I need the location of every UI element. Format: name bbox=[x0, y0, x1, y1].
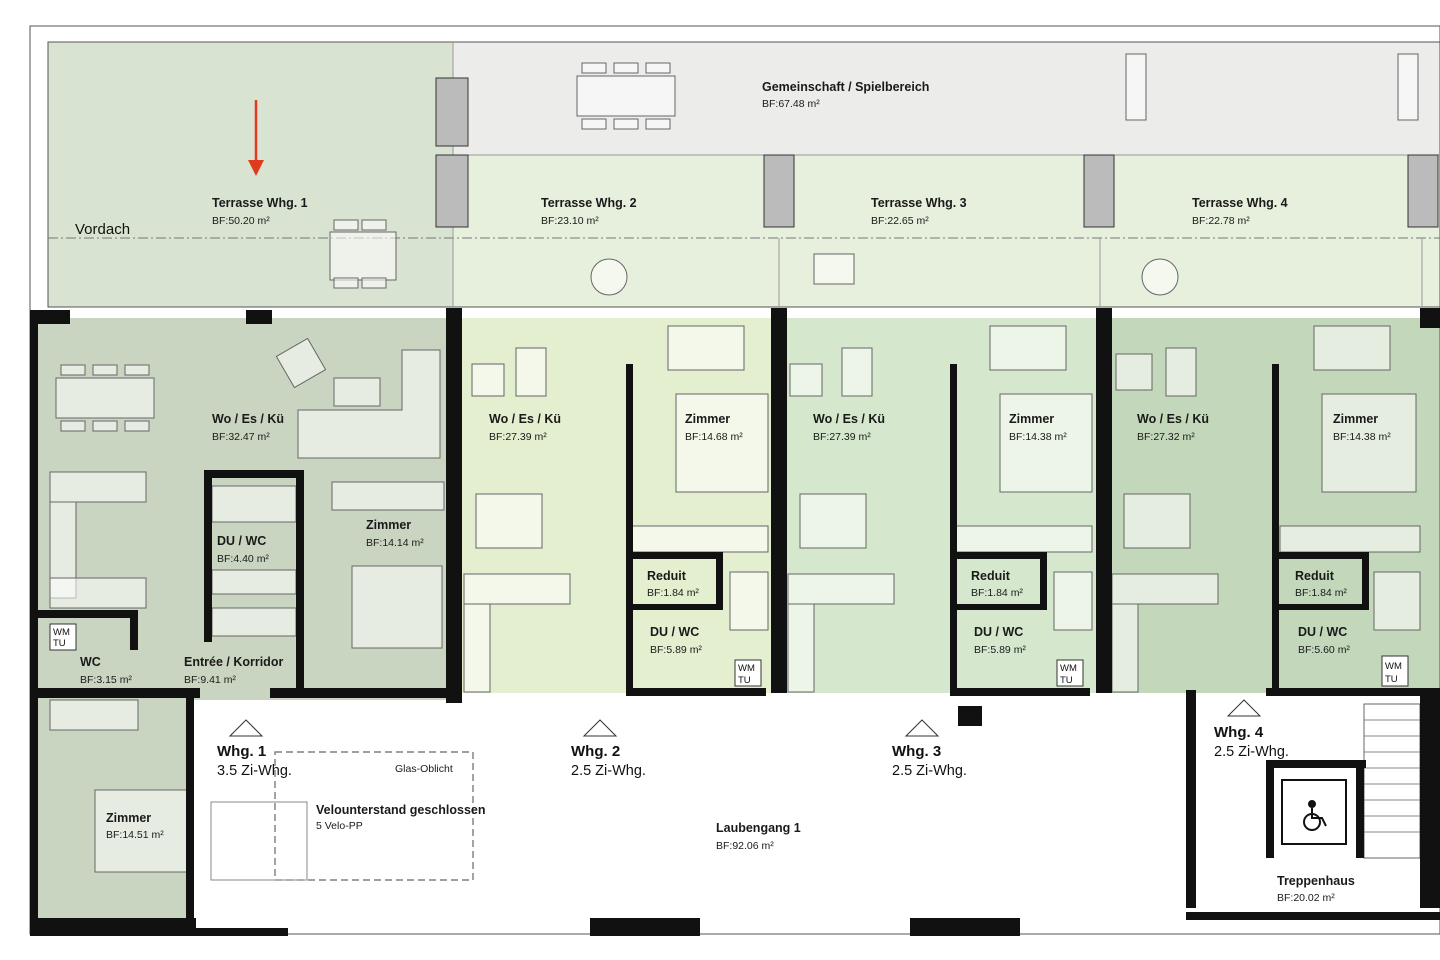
velo-label: Velounterstand geschlossen bbox=[316, 803, 486, 817]
tu-3: TU bbox=[1060, 675, 1073, 686]
w1-wc-label: WC bbox=[80, 655, 101, 669]
treppenhaus-label: Treppenhaus bbox=[1277, 874, 1355, 888]
apt-3-name: Whg. 3 bbox=[892, 743, 941, 760]
terrace-3-area: BF:22.65 m² bbox=[871, 215, 929, 227]
w4-reduit-area: BF:1.84 m² bbox=[1295, 587, 1347, 599]
tu-1: TU bbox=[53, 638, 66, 649]
whg3-furniture bbox=[787, 325, 1093, 693]
w1-zimmer-b-area: BF:14.51 m² bbox=[106, 829, 164, 841]
wm-1: WM bbox=[53, 627, 70, 638]
w4-bath-label: DU / WC bbox=[1298, 625, 1347, 639]
door-triangles bbox=[228, 699, 1262, 737]
w4-living-area: BF:27.32 m² bbox=[1137, 431, 1195, 443]
wm-2: WM bbox=[738, 663, 755, 674]
w4-zimmer-area: BF:14.38 m² bbox=[1333, 431, 1391, 443]
common-furniture bbox=[576, 53, 1419, 130]
w4-bath-area: BF:5.60 m² bbox=[1298, 644, 1350, 656]
w3-bath-area: BF:5.89 m² bbox=[974, 644, 1026, 656]
w2-zimmer-label: Zimmer bbox=[685, 412, 730, 426]
apt-2-type: 2.5 Zi-Whg. bbox=[571, 763, 646, 779]
w3-reduit-area: BF:1.84 m² bbox=[971, 587, 1023, 599]
terrace-1-label: Terrasse Whg. 1 bbox=[212, 196, 308, 210]
treppenhaus-area: BF:20.02 m² bbox=[1277, 892, 1335, 904]
w2-living-label: Wo / Es / Kü bbox=[489, 412, 561, 426]
w1-entree-area: BF:9.41 m² bbox=[184, 674, 236, 686]
w3-zimmer-area: BF:14.38 m² bbox=[1009, 431, 1067, 443]
w1-wc-area: BF:3.15 m² bbox=[80, 674, 132, 686]
velo-stand bbox=[210, 801, 308, 881]
w3-bath-label: DU / WC bbox=[974, 625, 1023, 639]
w2-zimmer-area: BF:14.68 m² bbox=[685, 431, 743, 443]
w2-bath-label: DU / WC bbox=[650, 625, 699, 639]
glas-oblicht-label: Glas-Oblicht bbox=[395, 763, 453, 775]
w1-zimmer-a-area: BF:14.14 m² bbox=[366, 537, 424, 549]
terrace-furniture bbox=[329, 219, 1179, 296]
w4-living-label: Wo / Es / Kü bbox=[1137, 412, 1209, 426]
apt-3-type: 2.5 Zi-Whg. bbox=[892, 763, 967, 779]
w2-bath-area: BF:5.89 m² bbox=[650, 644, 702, 656]
w1-bath-area: BF:4.40 m² bbox=[217, 553, 269, 565]
apt-4-name: Whg. 4 bbox=[1214, 724, 1264, 741]
w1-living-area: BF:32.47 m² bbox=[212, 431, 270, 443]
staircase bbox=[1281, 703, 1421, 859]
wm-tu-boxes bbox=[49, 623, 1409, 687]
whg1-furniture bbox=[49, 337, 445, 873]
tu-4: TU bbox=[1385, 674, 1398, 685]
terrace-4-label: Terrasse Whg. 4 bbox=[1192, 196, 1288, 210]
w2-reduit-area: BF:1.84 m² bbox=[647, 587, 699, 599]
w1-living-label: Wo / Es / Kü bbox=[212, 412, 284, 426]
tu-2: TU bbox=[738, 675, 751, 686]
w3-reduit-label: Reduit bbox=[971, 569, 1011, 583]
laubengang-area: BF:92.06 m² bbox=[716, 840, 774, 852]
w2-living-area: BF:27.39 m² bbox=[489, 431, 547, 443]
w1-zimmer-a-label: Zimmer bbox=[366, 518, 411, 532]
velo-sub: 5 Velo-PP bbox=[316, 820, 363, 832]
apt-1-type: 3.5 Zi-Whg. bbox=[217, 763, 292, 779]
whg2-furniture bbox=[463, 325, 769, 693]
terrace-2-area: BF:23.10 m² bbox=[541, 215, 599, 227]
w1-bath-label: DU / WC bbox=[217, 534, 266, 548]
w3-living-label: Wo / Es / Kü bbox=[813, 412, 885, 426]
w4-reduit-label: Reduit bbox=[1295, 569, 1335, 583]
common-area-value: BF:67.48 m² bbox=[762, 98, 820, 110]
common-area-label: Gemeinschaft / Spielbereich bbox=[762, 80, 929, 94]
terrace-1-area: BF:50.20 m² bbox=[212, 215, 270, 227]
glas-oblicht-outline bbox=[274, 751, 474, 881]
apt-1-name: Whg. 1 bbox=[217, 743, 266, 760]
apt-4-type: 2.5 Zi-Whg. bbox=[1214, 744, 1289, 760]
w4-zimmer-label: Zimmer bbox=[1333, 412, 1378, 426]
terrace-4-area: BF:22.78 m² bbox=[1192, 215, 1250, 227]
planters bbox=[435, 77, 1439, 228]
walls bbox=[30, 308, 1440, 936]
w3-zimmer-label: Zimmer bbox=[1009, 412, 1054, 426]
red-arrow-icon bbox=[248, 100, 264, 176]
w2-reduit-label: Reduit bbox=[647, 569, 687, 583]
wm-4: WM bbox=[1385, 661, 1402, 672]
whg4-furniture bbox=[1111, 325, 1421, 693]
terrace-3-label: Terrasse Whg. 3 bbox=[871, 196, 967, 210]
terrace-2-label: Terrasse Whg. 2 bbox=[541, 196, 637, 210]
apt-2-name: Whg. 2 bbox=[571, 743, 620, 760]
w3-living-area: BF:27.39 m² bbox=[813, 431, 871, 443]
laubengang-label: Laubengang 1 bbox=[716, 821, 801, 835]
w1-zimmer-b-label: Zimmer bbox=[106, 811, 151, 825]
w1-entree-label: Entrée / Korridor bbox=[184, 655, 283, 669]
wm-3: WM bbox=[1060, 663, 1077, 674]
wheelchair-icon bbox=[1303, 800, 1327, 831]
site-boundary-inner bbox=[47, 41, 1440, 308]
vordach-label: Vordach bbox=[75, 221, 130, 238]
